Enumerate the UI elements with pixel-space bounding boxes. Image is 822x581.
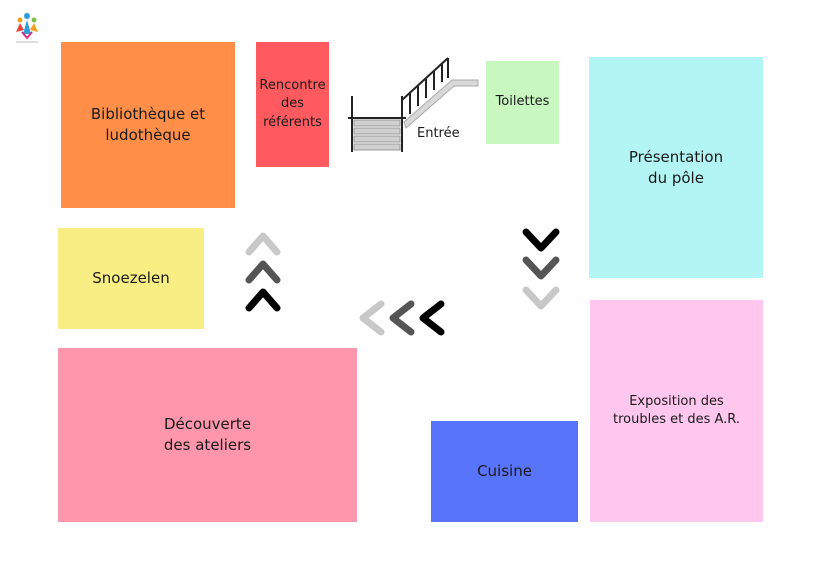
chevron-down-light <box>522 286 560 310</box>
chevron-left-light <box>359 300 385 336</box>
room-cuisine: Cuisine <box>431 421 578 522</box>
room-bibliotheque: Bibliothèque et ludothèque <box>61 42 235 208</box>
chevron-left-dark <box>419 300 445 336</box>
chevron-down-dark <box>522 228 560 252</box>
chevron-down-mid <box>522 256 560 280</box>
chevron-up-icon <box>245 232 281 312</box>
room-snoezelen: Snoezelen <box>58 228 204 329</box>
staircase-icon <box>348 57 479 152</box>
chevron-up-light <box>245 232 281 256</box>
room-toilettes: Toilettes <box>486 61 559 144</box>
room-decouverte: Découverte des ateliers <box>58 348 357 522</box>
room-rencontre: Rencontre des référents <box>256 42 329 167</box>
entrance-label: Entrée <box>417 126 460 141</box>
room-exposition: Exposition des troubles et des A.R. <box>590 300 763 522</box>
chevron-up-mid <box>245 260 281 284</box>
chevron-up-dark <box>245 288 281 312</box>
chevron-down-icon <box>522 228 560 310</box>
chevron-left-mid <box>389 300 415 336</box>
family-hands-logo-icon <box>16 13 38 43</box>
chevron-left-icon <box>359 300 445 336</box>
room-presentation: Présentation du pôle <box>589 57 763 278</box>
